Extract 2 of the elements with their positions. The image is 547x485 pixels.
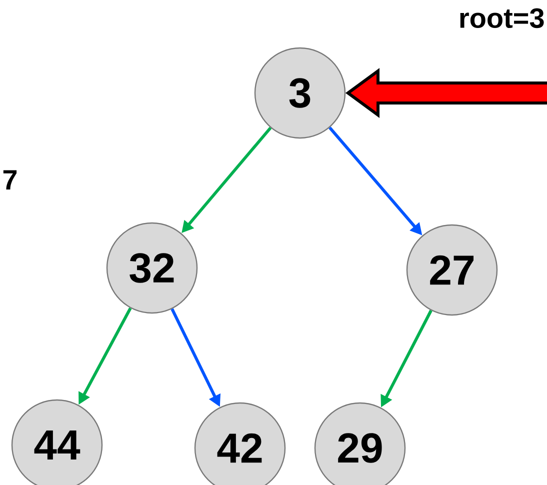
label-text: 7 [3, 170, 17, 190]
label-text: root=3 [460, 8, 544, 28]
